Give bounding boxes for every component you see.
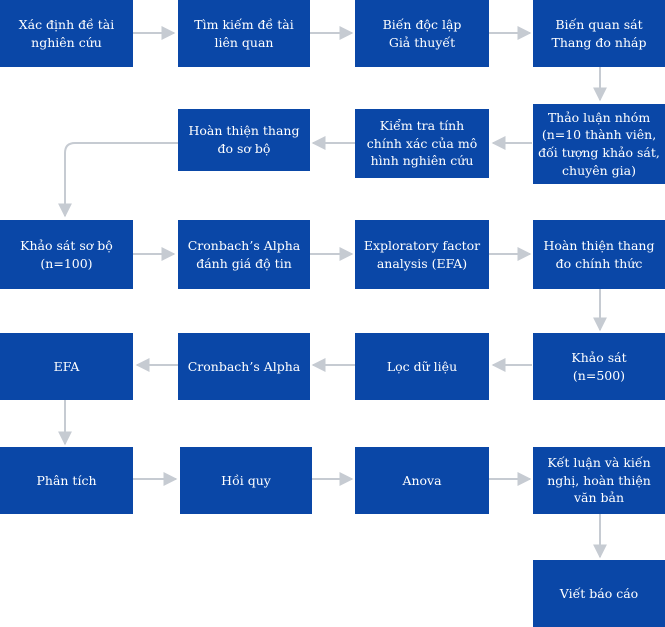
step-label: Hoàn thiện thang đo sơ bộ bbox=[188, 123, 300, 156]
step-check-model-accuracy: Kiểm tra tính chính xác của mô hình nghi… bbox=[355, 109, 489, 178]
step-label: Thảo luận nhóm (n=10 thành viên, đối tượ… bbox=[538, 109, 660, 178]
step-conclusion: Kết luận và kiến nghị, hoàn thiện văn bả… bbox=[533, 447, 665, 514]
step-preliminary-survey: Khảo sát sơ bộ (n=100) bbox=[0, 220, 133, 289]
step-label: Phân tích bbox=[36, 472, 97, 488]
step-label: Anova bbox=[402, 472, 442, 488]
step-label: Biến độc lập Giả thuyết bbox=[382, 16, 462, 50]
step-label: Biến quan sát Thang đo nháp bbox=[551, 16, 647, 50]
step-cronbach-alpha: Cronbach’s Alpha bbox=[178, 333, 310, 400]
step-search-related-topics: Tìm kiếm đề tài liên quan bbox=[178, 0, 310, 67]
step-filter-data: Lọc dữ liệu bbox=[355, 333, 489, 400]
arrow-7-8 bbox=[58, 142, 178, 218]
step-label: EFA bbox=[53, 358, 80, 374]
step-label: Xác định đề tài nghiên cứu bbox=[18, 16, 115, 50]
step-label: Hồi quy bbox=[221, 472, 271, 488]
step-label: Lọc dữ liệu bbox=[386, 358, 458, 374]
step-label: Khảo sát (n=500) bbox=[571, 349, 627, 383]
step-independent-variables: Biến độc lập Giả thuyết bbox=[355, 0, 489, 67]
step-regression: Hồi quy bbox=[180, 447, 312, 514]
step-label: Cronbach’s Alpha đánh giá độ tin bbox=[187, 237, 301, 271]
step-survey: Khảo sát (n=500) bbox=[533, 333, 665, 400]
step-label: Exploratory factor analysis (EFA) bbox=[363, 237, 481, 271]
step-label: Tìm kiếm đề tài liên quan bbox=[194, 16, 294, 50]
step-write-report: Viết báo cáo bbox=[533, 560, 665, 627]
step-label: Viết báo cáo bbox=[559, 585, 639, 601]
step-label: Kết luận và kiến nghị, hoàn thiện văn bả… bbox=[547, 454, 651, 506]
step-label: Hoàn thiện thang đo chính thức bbox=[543, 237, 655, 271]
step-label: Cronbach’s Alpha bbox=[187, 358, 301, 374]
step-analysis: Phân tích bbox=[0, 447, 133, 514]
step-efa: EFA bbox=[0, 333, 133, 400]
step-group-discussion: Thảo luận nhóm (n=10 thành viên, đối tượ… bbox=[533, 104, 665, 184]
step-define-topic: Xác định đề tài nghiên cứu bbox=[0, 0, 133, 67]
step-finalize-official-scale: Hoàn thiện thang đo chính thức bbox=[533, 220, 665, 289]
step-anova: Anova bbox=[355, 447, 489, 514]
step-label: Kiểm tra tính chính xác của mô hình nghi… bbox=[366, 117, 478, 169]
step-label: Khảo sát sơ bộ (n=100) bbox=[20, 237, 113, 271]
step-exploratory-factor-analysis: Exploratory factor analysis (EFA) bbox=[355, 220, 489, 289]
step-cronbach-reliability: Cronbach’s Alpha đánh giá độ tin bbox=[178, 220, 310, 289]
step-observed-variables: Biến quan sát Thang đo nháp bbox=[533, 0, 665, 67]
step-finalize-preliminary-scale: Hoàn thiện thang đo sơ bộ bbox=[178, 109, 310, 171]
